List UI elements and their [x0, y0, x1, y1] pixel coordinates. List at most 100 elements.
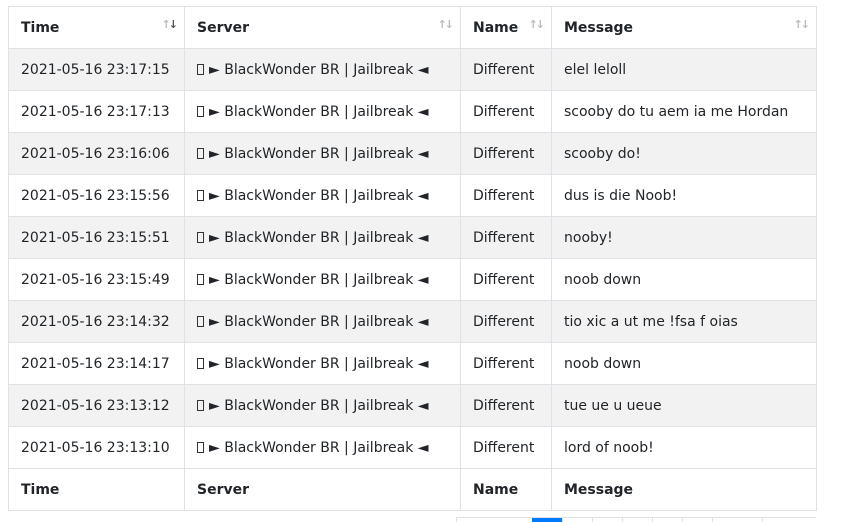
- page-button-current[interactable]: [532, 518, 563, 522]
- cell-message: elel leloll: [551, 48, 817, 91]
- cell-server: ► BlackWonder BR | Jailbreak ◄: [184, 132, 461, 175]
- cell-server: ► BlackWonder BR | Jailbreak ◄: [184, 384, 461, 427]
- cell-time: 2021-05-16 23:13:10: [8, 426, 185, 469]
- server-name: ► BlackWonder BR | Jailbreak ◄: [209, 145, 429, 162]
- column-header-label: Name: [473, 19, 519, 36]
- cell-message: tue ue u ueue: [551, 384, 817, 427]
- column-header-message[interactable]: Message ↑↓: [551, 6, 817, 49]
- footer-row: Time Server Name Message: [8, 468, 817, 511]
- unknown-glyph-box-icon: [197, 147, 204, 159]
- cell-time: 2021-05-16 23:15:51: [8, 216, 185, 259]
- unknown-glyph-box-icon: [197, 399, 204, 411]
- page-button[interactable]: [562, 518, 593, 522]
- cell-time: 2021-05-16 23:14:17: [8, 342, 185, 385]
- cell-time: 2021-05-16 23:17:15: [8, 48, 185, 91]
- column-footer-name: Name: [460, 468, 552, 511]
- column-header-label: Server: [197, 19, 250, 36]
- unknown-glyph-box-icon: [197, 315, 204, 327]
- page-button[interactable]: [652, 518, 683, 522]
- column-header-server[interactable]: Server ↑↓: [184, 6, 461, 49]
- column-header-label: Time: [21, 19, 60, 36]
- cell-server: ► BlackWonder BR | Jailbreak ◄: [184, 300, 461, 343]
- unknown-glyph-box-icon: [197, 273, 204, 285]
- server-name: ► BlackWonder BR | Jailbreak ◄: [209, 355, 429, 372]
- unknown-glyph-box-icon: [197, 63, 204, 75]
- cell-time: 2021-05-16 23:17:13: [8, 90, 185, 133]
- cell-server: ► BlackWonder BR | Jailbreak ◄: [184, 216, 461, 259]
- cell-name: Different: [460, 90, 552, 133]
- cell-name: Different: [460, 258, 552, 301]
- server-name: ► BlackWonder BR | Jailbreak ◄: [209, 187, 429, 204]
- unknown-glyph-box-icon: [197, 357, 204, 369]
- table-row: 2021-05-16 23:13:10 ► BlackWonder BR | Ja…: [8, 426, 817, 469]
- cell-message: nooby!: [551, 216, 817, 259]
- unknown-glyph-box-icon: [197, 189, 204, 201]
- table-footer: Time Server Name Message: [8, 468, 817, 511]
- cell-message: scooby do!: [551, 132, 817, 175]
- cell-name: Different: [460, 426, 552, 469]
- sort-arrows-icon[interactable]: ↑↓: [528, 18, 546, 31]
- sort-arrows-icon[interactable]: ↑↓: [793, 18, 811, 31]
- unknown-glyph-box-icon: [197, 441, 204, 453]
- cell-time: 2021-05-16 23:16:06: [8, 132, 185, 175]
- table-row: 2021-05-16 23:16:06 ► BlackWonder BR | Ja…: [8, 132, 817, 175]
- server-name: ► BlackWonder BR | Jailbreak ◄: [209, 397, 429, 414]
- cell-server: ► BlackWonder BR | Jailbreak ◄: [184, 174, 461, 217]
- column-footer-message: Message: [551, 468, 817, 511]
- unknown-glyph-box-icon: [197, 231, 204, 243]
- cell-server: ► BlackWonder BR | Jailbreak ◄: [184, 258, 461, 301]
- server-name: ► BlackWonder BR | Jailbreak ◄: [209, 313, 429, 330]
- cell-time: 2021-05-16 23:14:32: [8, 300, 185, 343]
- cell-time: 2021-05-16 23:15:49: [8, 258, 185, 301]
- cell-name: Different: [460, 384, 552, 427]
- unknown-glyph-box-icon: [197, 105, 204, 117]
- column-footer-time: Time: [8, 468, 185, 511]
- cell-message: dus is die Noob!: [551, 174, 817, 217]
- table-row: 2021-05-16 23:17:15 ► BlackWonder BR | Ja…: [8, 48, 817, 91]
- server-name: ► BlackWonder BR | Jailbreak ◄: [209, 103, 429, 120]
- cell-name: Different: [460, 216, 552, 259]
- chat-log-table: Time ↑↓ Server ↑↓ Name ↑↓ Message ↑↓ 202…: [8, 6, 817, 511]
- column-header-name[interactable]: Name ↑↓: [460, 6, 552, 49]
- header-row: Time ↑↓ Server ↑↓ Name ↑↓ Message ↑↓: [8, 6, 817, 49]
- server-name: ► BlackWonder BR | Jailbreak ◄: [209, 439, 429, 456]
- page-button-next[interactable]: [762, 518, 793, 522]
- pagination: [456, 517, 816, 522]
- table-header: Time ↑↓ Server ↑↓ Name ↑↓ Message ↑↓: [8, 6, 817, 49]
- server-name: ► BlackWonder BR | Jailbreak ◄: [209, 229, 429, 246]
- page-button[interactable]: [712, 518, 743, 522]
- table-row: 2021-05-16 23:17:13 ► BlackWonder BR | Ja…: [8, 90, 817, 133]
- cell-name: Different: [460, 132, 552, 175]
- cell-server: ► BlackWonder BR | Jailbreak ◄: [184, 48, 461, 91]
- table-row: 2021-05-16 23:15:51 ► BlackWonder BR | Ja…: [8, 216, 817, 259]
- cell-server: ► BlackWonder BR | Jailbreak ◄: [184, 90, 461, 133]
- page-button-previous[interactable]: [456, 518, 487, 522]
- sort-arrows-icon[interactable]: ↑↓: [161, 18, 179, 31]
- sort-arrows-icon[interactable]: ↑↓: [437, 18, 455, 31]
- table-row: 2021-05-16 23:13:12 ► BlackWonder BR | Ja…: [8, 384, 817, 427]
- cell-name: Different: [460, 300, 552, 343]
- server-name: ► BlackWonder BR | Jailbreak ◄: [209, 271, 429, 288]
- server-name: ► BlackWonder BR | Jailbreak ◄: [209, 61, 429, 78]
- cell-message: lord of noob!: [551, 426, 817, 469]
- cell-time: 2021-05-16 23:15:56: [8, 174, 185, 217]
- page-button[interactable]: [682, 518, 713, 522]
- page-button[interactable]: [592, 518, 623, 522]
- table-row: 2021-05-16 23:14:32 ► BlackWonder BR | Ja…: [8, 300, 817, 343]
- column-header-time[interactable]: Time ↑↓: [8, 6, 185, 49]
- cell-message: noob down: [551, 342, 817, 385]
- column-footer-server: Server: [184, 468, 461, 511]
- cell-server: ► BlackWonder BR | Jailbreak ◄: [184, 426, 461, 469]
- column-header-label: Message: [564, 19, 634, 36]
- cell-message: noob down: [551, 258, 817, 301]
- cell-server: ► BlackWonder BR | Jailbreak ◄: [184, 342, 461, 385]
- cell-name: Different: [460, 174, 552, 217]
- table-row: 2021-05-16 23:14:17 ► BlackWonder BR | Ja…: [8, 342, 817, 385]
- page-button[interactable]: [622, 518, 653, 522]
- table-row: 2021-05-16 23:15:56 ► BlackWonder BR | Ja…: [8, 174, 817, 217]
- cell-message: tio xic a ut me !fsa f oias: [551, 300, 817, 343]
- cell-time: 2021-05-16 23:13:12: [8, 384, 185, 427]
- cell-name: Different: [460, 342, 552, 385]
- cell-message: scooby do tu aem ia me Hordan: [551, 90, 817, 133]
- table-body: 2021-05-16 23:17:15 ► BlackWonder BR | Ja…: [8, 48, 817, 469]
